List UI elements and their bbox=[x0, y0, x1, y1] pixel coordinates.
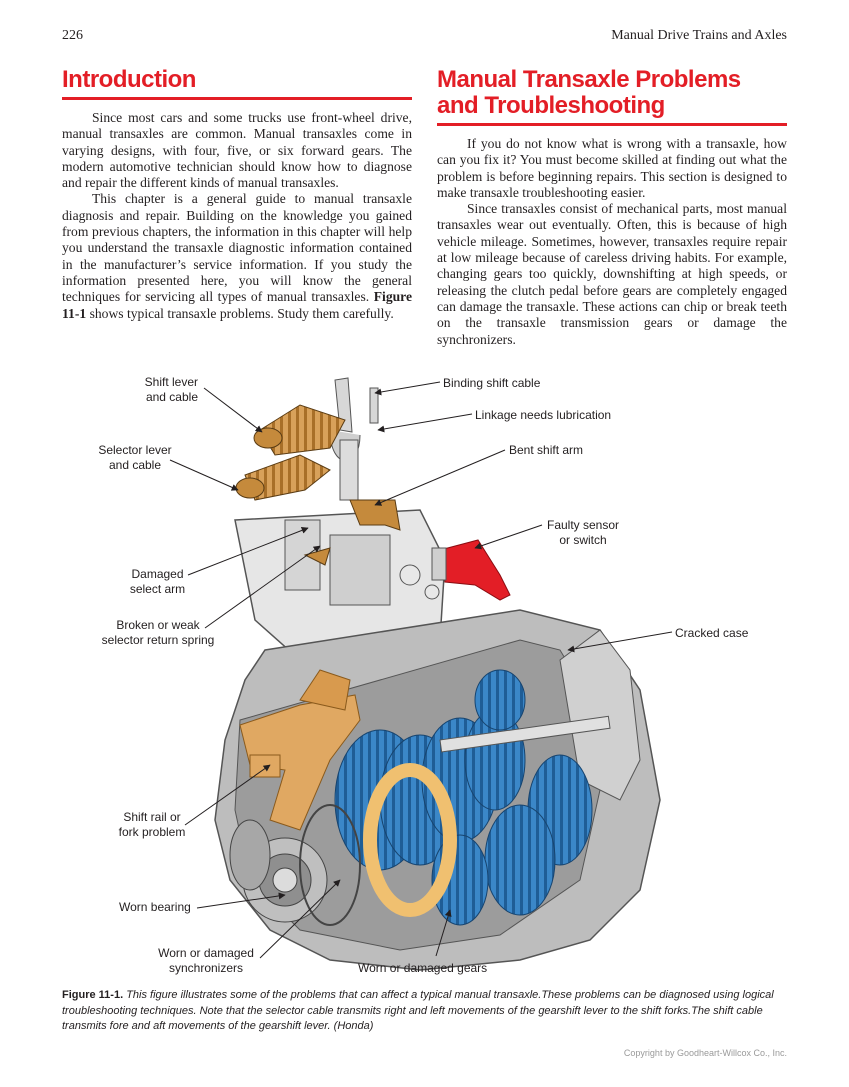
label-line: and cable bbox=[145, 390, 198, 404]
label-bent-shift-arm: Bent shift arm bbox=[509, 443, 584, 457]
label-line: select arm bbox=[129, 582, 186, 596]
label-line: or switch bbox=[559, 533, 607, 547]
paragraph: This chapter is a general guide to manua… bbox=[62, 191, 412, 321]
label-line: and cable bbox=[108, 458, 162, 472]
heading-rule bbox=[62, 97, 412, 100]
label-worn-bearing: Worn bearing bbox=[119, 900, 191, 914]
figure-reference[interactable]: Figure 11-1 bbox=[62, 289, 412, 321]
label-selector-lever: Selector lever and cable bbox=[85, 443, 185, 473]
label-shift-lever: Shift lever and cable bbox=[110, 375, 198, 405]
label-line: Shift rail or bbox=[123, 810, 181, 824]
paragraph-text: shows typical transaxle problems. Study … bbox=[86, 305, 394, 321]
shift-forks bbox=[239, 669, 361, 831]
label-linkage: Linkage needs lubrication bbox=[475, 408, 612, 422]
label-worn-synchronizers: Worn or damaged synchronizers bbox=[150, 946, 262, 976]
label-line: Damaged bbox=[131, 567, 184, 581]
label-line: Worn or damaged bbox=[158, 946, 254, 960]
label-worn-gears: Worn or damaged gears bbox=[358, 961, 488, 975]
label-faulty-sensor: Faulty sensor or switch bbox=[538, 518, 628, 548]
label-shift-rail: Shift rail or fork problem bbox=[112, 810, 192, 840]
paragraph: Since transaxles consist of mechanical p… bbox=[437, 201, 787, 347]
label-line: Faulty sensor bbox=[546, 518, 620, 532]
label-broken-spring: Broken or weak selector return spring bbox=[88, 618, 228, 648]
troubleshooting-heading-block: Manual Transaxle Problems and Troublesho… bbox=[437, 67, 787, 126]
shift-mechanism bbox=[234, 377, 446, 661]
label-line: selector return spring bbox=[101, 633, 215, 647]
section-heading-troubleshooting-1: Manual Transaxle Problems bbox=[437, 66, 741, 93]
transaxle-illustration bbox=[169, 377, 673, 971]
running-title: Manual Drive Trains and Axles bbox=[611, 28, 787, 43]
page-number: 226 bbox=[62, 28, 83, 43]
introduction-heading-block: Introduction bbox=[62, 67, 412, 100]
label-damaged-select-arm: Damaged select arm bbox=[115, 567, 200, 597]
label-cracked-case: Cracked case bbox=[675, 626, 749, 640]
paragraph-text: This chapter is a general guide to manua… bbox=[62, 191, 412, 305]
label-binding-cable: Binding shift cable bbox=[443, 376, 541, 390]
heading-rule bbox=[437, 123, 787, 126]
sensor-switch bbox=[431, 539, 511, 601]
label-line: Selector lever bbox=[98, 443, 172, 457]
caption-text: This figure illustrates some of the prob… bbox=[62, 989, 774, 1032]
label-line: fork problem bbox=[118, 825, 186, 839]
label-line: Shift lever bbox=[144, 375, 198, 389]
paragraph: Since most cars and some trucks use fron… bbox=[62, 110, 412, 191]
gear-train bbox=[334, 669, 611, 926]
left-column: Since most cars and some trucks use fron… bbox=[62, 110, 412, 322]
label-line: Broken or weak bbox=[116, 618, 200, 632]
label-line: synchronizers bbox=[168, 961, 244, 975]
right-column: If you do not know what is wrong with a … bbox=[437, 136, 787, 348]
bearing-synchronizer bbox=[229, 804, 361, 926]
caption-label: Figure 11-1. bbox=[62, 989, 124, 1001]
leader-lines bbox=[169, 381, 673, 959]
section-heading-introduction: Introduction bbox=[62, 66, 196, 93]
section-heading-troubleshooting-2: and Troubleshooting bbox=[437, 92, 665, 119]
figure-caption: Figure 11-1. This figure illustrates som… bbox=[62, 988, 790, 1035]
paragraph: If you do not know what is wrong with a … bbox=[437, 136, 787, 200]
copyright-notice: Copyright by Goodheart-Willcox Co., Inc. bbox=[623, 1048, 787, 1058]
